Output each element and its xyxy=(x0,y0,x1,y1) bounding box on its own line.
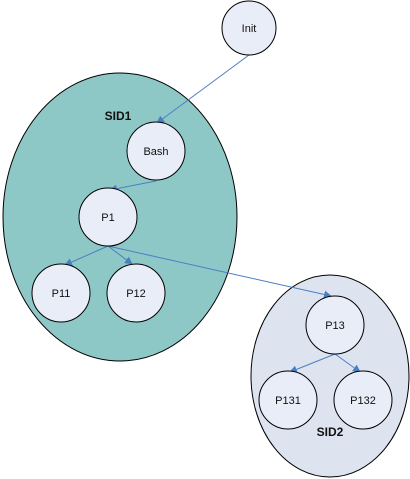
edge-bash-p1 xyxy=(109,180,157,193)
process-node-p12: P12 xyxy=(106,263,166,323)
process-node-p1-label: P1 xyxy=(101,212,114,224)
process-node-bash: Bash xyxy=(126,121,186,181)
process-node-p132: P132 xyxy=(333,370,393,430)
edge-p1-p13 xyxy=(107,245,332,299)
process-node-p131: P131 xyxy=(258,370,318,430)
process-node-p1: P1 xyxy=(78,187,138,247)
process-node-p11-label: P11 xyxy=(52,288,71,300)
process-node-p11: P11 xyxy=(31,263,91,323)
process-node-p12-label: P12 xyxy=(126,288,146,300)
process-node-p13-circle xyxy=(305,295,365,355)
process-node-p131-circle xyxy=(258,370,318,430)
process-node-p1-circle xyxy=(78,187,138,247)
process-node-p13: P13 xyxy=(305,295,365,355)
edge-p13-p132 xyxy=(334,353,361,373)
process-node-p132-label: P132 xyxy=(350,395,376,407)
edge-p1-p12 xyxy=(107,245,133,265)
edge-p1-p11 xyxy=(64,245,109,266)
process-node-p12-circle xyxy=(106,263,166,323)
session-sid1-label: SID1 xyxy=(105,109,132,123)
edges-layer xyxy=(64,54,361,374)
session-sid2-label: SID2 xyxy=(317,425,344,439)
process-node-p13-label: P13 xyxy=(325,320,345,332)
process-node-p131-label: P131 xyxy=(275,395,301,407)
process-node-init: Init xyxy=(221,0,277,56)
process-node-p11-circle xyxy=(31,263,91,323)
process-node-bash-label: Bash xyxy=(143,146,168,158)
edge-init-bash xyxy=(156,54,250,124)
process-node-init-circle xyxy=(221,0,277,56)
process-node-p132-circle xyxy=(333,370,393,430)
edge-p13-p131 xyxy=(289,353,336,374)
process-node-init-label: Init xyxy=(242,23,257,35)
process-node-bash-circle xyxy=(126,121,186,181)
